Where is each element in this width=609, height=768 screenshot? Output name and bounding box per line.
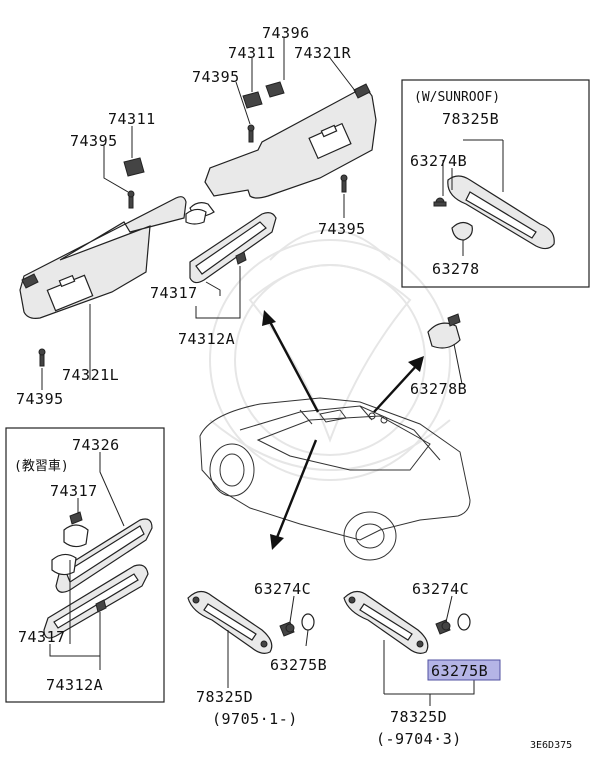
label-63275B-highlight[interactable]: 63275B <box>431 662 488 680</box>
label-74395-top[interactable]: 74395 <box>192 68 240 86</box>
screw-74395-top <box>247 124 255 143</box>
visor-clip-74311-top <box>242 81 285 109</box>
label-63274C-right[interactable]: 63274C <box>412 580 469 598</box>
date-range-right: (-9704·3) <box>376 730 462 748</box>
assist-grip-middle <box>187 590 273 654</box>
cap-63275B-right <box>457 613 471 631</box>
date-range-mid: (9705·1-) <box>212 710 298 728</box>
part-labels: 74396 74311 74321R 74395 74311 74395 743… <box>14 24 572 751</box>
leader-lines <box>41 38 475 706</box>
label-78325B[interactable]: 78325B <box>442 110 499 128</box>
label-74395-left[interactable]: 74395 <box>70 132 118 150</box>
label-74321R[interactable]: 74321R <box>294 44 352 62</box>
label-74395-bottom[interactable]: 74395 <box>16 390 64 408</box>
assist-grip-right <box>343 590 429 654</box>
label-74317-box-top[interactable]: 74317 <box>50 482 98 500</box>
courtesy-lamp-63278B <box>427 313 461 349</box>
label-74311-top[interactable]: 74311 <box>228 44 276 62</box>
label-74395-right[interactable]: 74395 <box>318 220 366 238</box>
label-74317-center[interactable]: 74317 <box>150 284 198 302</box>
label-74311-left[interactable]: 74311 <box>108 110 156 128</box>
label-63274C-mid[interactable]: 63274C <box>254 580 311 598</box>
screw-63274C-right <box>435 619 451 635</box>
screw-74395-bottom <box>38 348 46 367</box>
sun-visor-left <box>19 196 187 319</box>
rearview-mirror-center <box>185 208 277 284</box>
sunroof-box <box>401 79 590 288</box>
kyoushuu-box-title: (教習車) <box>14 458 69 474</box>
label-63274B[interactable]: 63274B <box>410 152 467 170</box>
label-74396[interactable]: 74396 <box>262 24 310 42</box>
highlight-63275B-box[interactable] <box>427 659 501 681</box>
label-74317-box-bottom[interactable]: 74317 <box>18 628 66 646</box>
label-63278[interactable]: 63278 <box>432 260 480 278</box>
car-outline <box>199 397 471 561</box>
sunroof-box-title: (W/SUNROOF) <box>414 90 500 105</box>
label-63278B[interactable]: 63278B <box>410 380 467 398</box>
screw-74395-left <box>127 190 135 209</box>
sun-visor-right <box>189 83 377 218</box>
watermark-crest <box>209 229 451 481</box>
screw-74395-right <box>340 174 348 193</box>
cap-63275B-mid <box>301 613 315 631</box>
pointer-arrows <box>262 310 424 550</box>
kyoushuu-box <box>5 427 165 703</box>
label-78325D-mid[interactable]: 78325D <box>196 688 253 706</box>
visor-clip-74311-left <box>123 157 145 177</box>
label-74321L[interactable]: 74321L <box>62 366 119 384</box>
label-74312A-box[interactable]: 74312A <box>46 676 103 694</box>
label-74312A-center[interactable]: 74312A <box>178 330 235 348</box>
label-63275B-mid[interactable]: 63275B <box>270 656 327 674</box>
screw-63274C-mid <box>279 621 295 637</box>
label-74326[interactable]: 74326 <box>72 436 120 454</box>
diagram-code: 3E6D375 <box>530 740 572 751</box>
label-78325D-right[interactable]: 78325D <box>390 708 447 726</box>
